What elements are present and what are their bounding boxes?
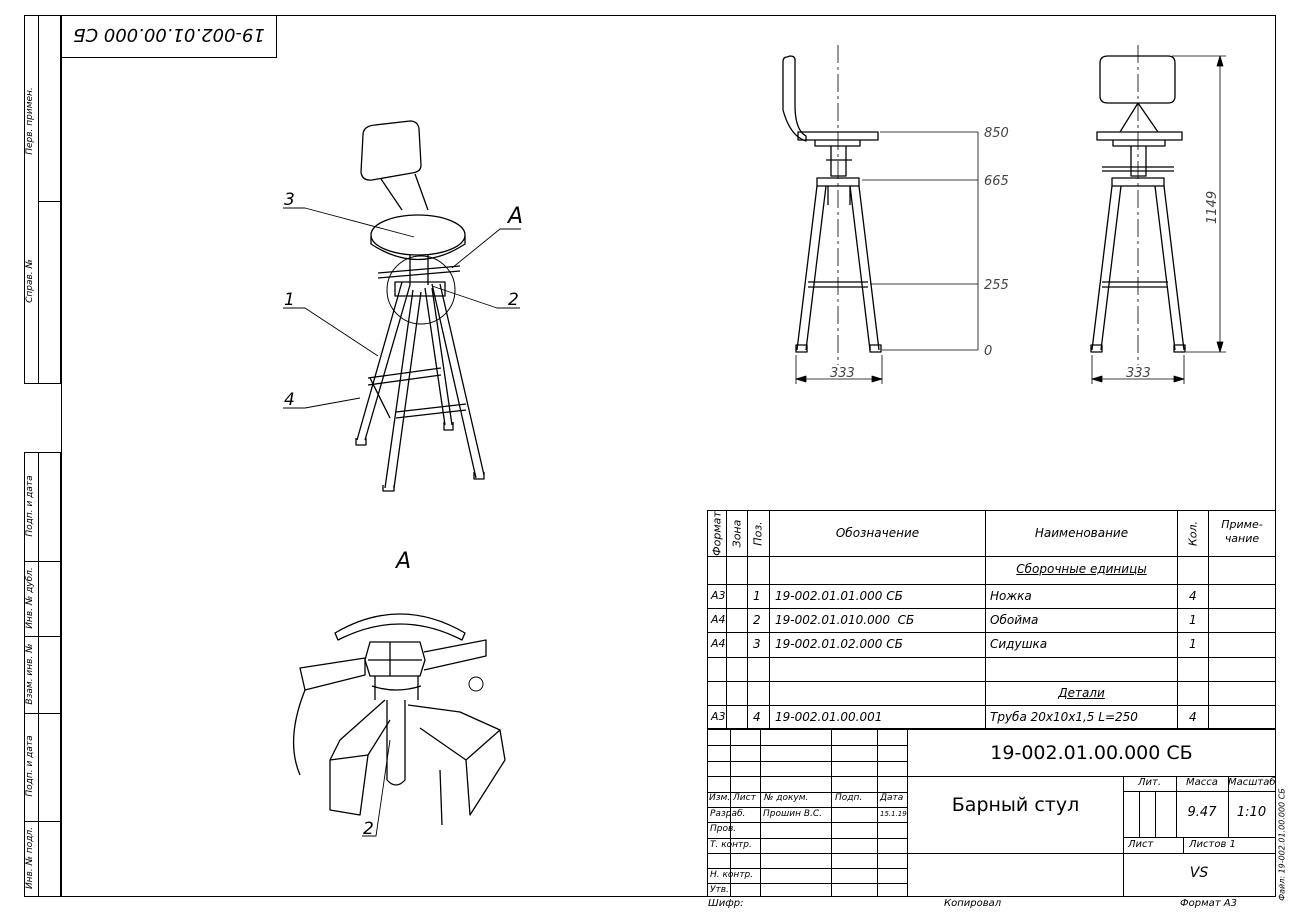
mass-value: 9.47 [1187,805,1217,820]
row4-designation: 19-002.01.00.001 [775,710,883,724]
detail-title: А [394,549,411,574]
title-block: 19-002.01.00.000 СБ Барный стул Лит. Мас… [707,729,1276,897]
hdr-doc: № докум. [764,793,809,803]
hdr-qty: Кол. [1186,520,1200,547]
hdr-izm: Изм. [709,793,731,803]
dim-333-front: 333 [830,366,855,381]
sheets-label: Листов 1 [1189,839,1236,850]
side-strip-lower: Подп. и дата Инв. № дубл. Взам. инв. № П… [24,452,61,897]
row4-format: А3 [711,710,726,723]
lit-label: Лит. [1137,777,1162,788]
role-nkontr: Н. контр. [710,870,754,880]
row3-designation: 19-002.01.02.000 СБ [775,637,903,651]
callout-4: 4 [284,390,295,410]
front-view-drawing [782,55,882,353]
hdr-name: Наименование [1034,526,1129,540]
row2-designation: 19-002.01.010.000 СБ [775,613,915,627]
dim-255: 255 [984,278,1009,293]
section-parts: Детали [1058,686,1105,700]
spec-table: Формат Зона Поз. Обозначение Наименовани… [707,510,1276,729]
row3-format: А4 [711,637,726,650]
row3-pos: 3 [753,637,761,651]
row1-name: Ножка [990,589,1032,603]
hdr-designation: Обозначение [835,526,920,540]
cipher-label: Шифр: [708,898,744,909]
row4-qty: 4 [1189,710,1197,724]
row1-qty: 4 [1189,589,1197,603]
copied-label: Копировал [944,898,1002,909]
row2-name: Обойма [990,613,1039,627]
sheet-label: Лист [1128,839,1154,850]
row2-format: А4 [711,613,726,626]
stamp-name: Барный стул [951,794,1080,816]
company: VS [1189,865,1209,881]
callout-2: 2 [508,290,519,310]
row3-qty: 1 [1189,637,1197,651]
row2-qty: 1 [1189,613,1197,627]
scale-label: Масштаб [1228,777,1276,788]
role-prov: Пров. [710,824,737,834]
hdr-note: Приме- чание [1221,518,1263,545]
file-label: Файл: 19-002.01.00.000 СБ [1277,788,1287,901]
developer-date: 15.1.19 [880,810,907,818]
callout-3: 3 [284,190,295,210]
dim-333-side: 333 [1126,366,1151,381]
hdr-pos: Поз. [751,521,765,546]
hdr-format: Формат [710,511,724,556]
row4-name: Труба 20х10х1,5 L=250 [990,710,1138,724]
right-view-drawing [1090,55,1186,353]
role-tkontr: Т. контр. [710,840,752,850]
side-strip-upper: Перв. примен. Справ. № [24,15,61,384]
dim-665: 665 [984,174,1009,189]
row1-designation: 19-002.01.01.000 СБ [775,589,903,603]
hdr-list: Лист [733,793,756,803]
detail-a-drawing [292,613,506,837]
role-razrab: Разраб. [710,809,746,819]
row3-name: Сидушка [990,637,1048,651]
top-designation-box: 19-002.01.00.000 СБ [61,15,277,58]
hdr-sign: Подп. [835,793,863,803]
callout-a: A [506,204,523,229]
row2-pos: 2 [753,613,761,627]
dim-850: 850 [984,126,1009,141]
row4-pos: 4 [753,710,761,724]
right-view-dimensions [1091,55,1226,384]
scale-value: 1:10 [1236,805,1267,820]
callout-1: 1 [284,290,295,310]
front-view-dimensions [795,131,979,384]
detail-callout-2: 2 [363,819,374,839]
hdr-zone: Зона [730,519,744,548]
iso-chair-drawing [283,120,521,492]
dim-0: 0 [984,344,992,359]
row1-format: А3 [711,589,726,602]
row1-pos: 1 [753,589,761,603]
developer-name: Прошин В.С. [763,809,822,819]
dim-1149: 1149 [1205,191,1220,224]
hdr-date: Дата [880,793,904,803]
role-utv: Утв. [710,885,729,895]
stamp-designation: 19-002.01.00.000 СБ [990,742,1193,764]
drawing-frame [61,15,1276,897]
section-assemblies: Сборочные единицы [1016,562,1147,576]
format-label: Формат А3 [1180,898,1237,909]
mass-label: Масса [1186,777,1218,788]
